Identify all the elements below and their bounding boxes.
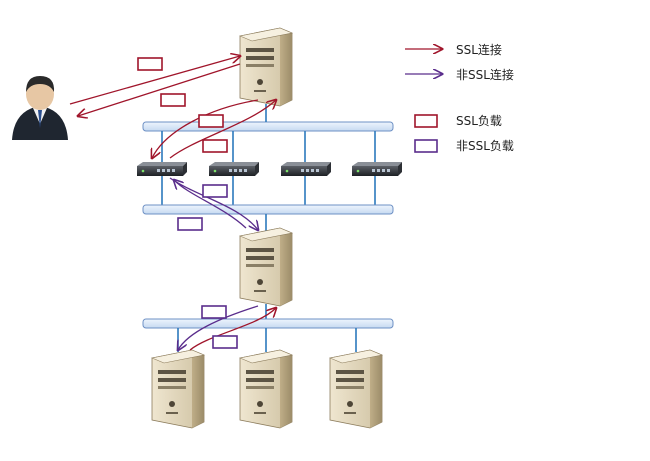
ssl-payload-box [198,114,224,128]
backend-server-2: tower-server-icon [239,349,293,429]
load-balancer-4: network-switch-icon [352,162,402,176]
nonssl-arrow-midserver-to-switch [174,180,247,229]
non-ssl-payload-box [201,305,227,319]
non-ssl-payload-box [212,335,238,349]
legend-non-ssl-connection-label: 非SSL连接 [456,67,514,82]
ssl-payload-box [202,139,228,153]
legend-non-ssl-payload-label: 非SSL负载 [456,139,514,153]
load-balancer-3: network-switch-icon [281,162,331,176]
load-balancer-1: network-switch-icon [137,162,187,176]
backend-server-3: tower-server-icon [329,349,383,429]
nonssl-arrow-midserver-to-backend [178,305,259,350]
non-ssl-payload-box [202,184,228,198]
web-server-top: tower-server-icon [239,27,293,107]
ssl-payload-box [137,57,163,71]
ssl-arrow-server-to-user [78,63,241,116]
ssl-arrow-backend-to-midserver [189,308,276,351]
user-avatar: business-user-icon [12,76,68,140]
ssl-offload-server: tower-server-icon [239,227,293,307]
backend-server-1: tower-server-icon [151,349,205,429]
ssl-arrow-switch-to-server [169,100,276,159]
non-ssl-payload-box [177,217,203,231]
legend-ssl-connection-label: SSL连接 [456,42,502,57]
network-bus-1 [142,121,394,132]
network-bus-2 [142,204,394,215]
ssl-arrow-server-to-switch [152,99,259,158]
legend-ssl-payload-swatch [414,114,438,128]
legend-non-ssl-payload-swatch [414,139,438,153]
legend-ssl-payload-label: SSL负载 [456,114,502,128]
legend: SSL连接 非SSL连接 SSL负载 非SSL负载 [405,42,514,153]
ssl-payload-box [160,93,186,107]
ssl-arrow-user-to-server [69,56,240,105]
load-balancer-2: network-switch-icon [209,162,259,176]
network-bus-3 [142,318,394,329]
